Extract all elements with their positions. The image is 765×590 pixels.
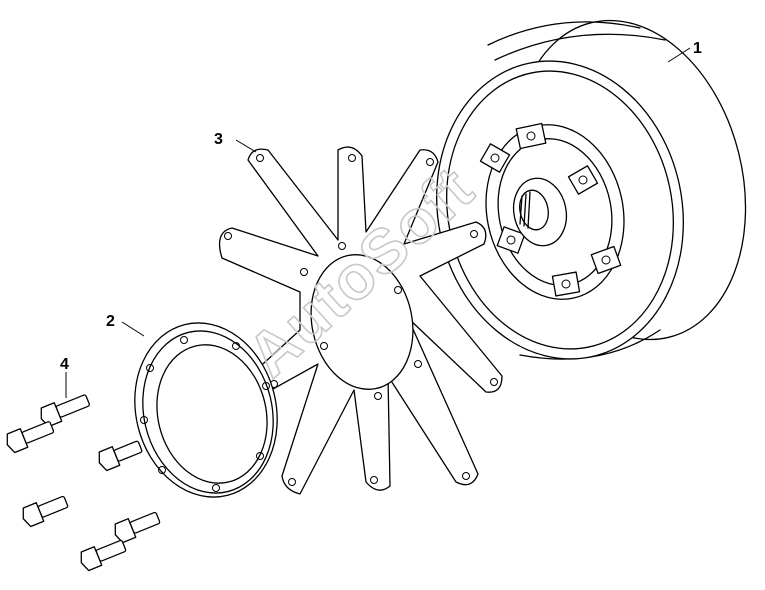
bolt-f: [80, 539, 127, 572]
boss-6: [551, 271, 581, 297]
bolt-d: [22, 495, 69, 528]
bolt-e: [114, 511, 161, 544]
bolt-a: [40, 394, 90, 428]
boss-3: [567, 165, 599, 195]
part-3-flex-plate: [218, 139, 503, 495]
callout-3: 3: [214, 131, 223, 148]
callout-1: 1: [693, 40, 702, 57]
boss-1: [515, 122, 547, 150]
boss-5: [590, 245, 622, 275]
boss-4: [496, 226, 526, 254]
bolt-b: [6, 421, 55, 454]
part-2-ring: [121, 321, 278, 498]
part-4-bolts: [6, 372, 161, 572]
part-1-torque-converter: [436, 19, 747, 360]
callout-4: 4: [60, 356, 69, 373]
callout-2: 2: [106, 313, 115, 330]
boss-2: [479, 143, 511, 173]
bolt-c: [98, 440, 143, 472]
